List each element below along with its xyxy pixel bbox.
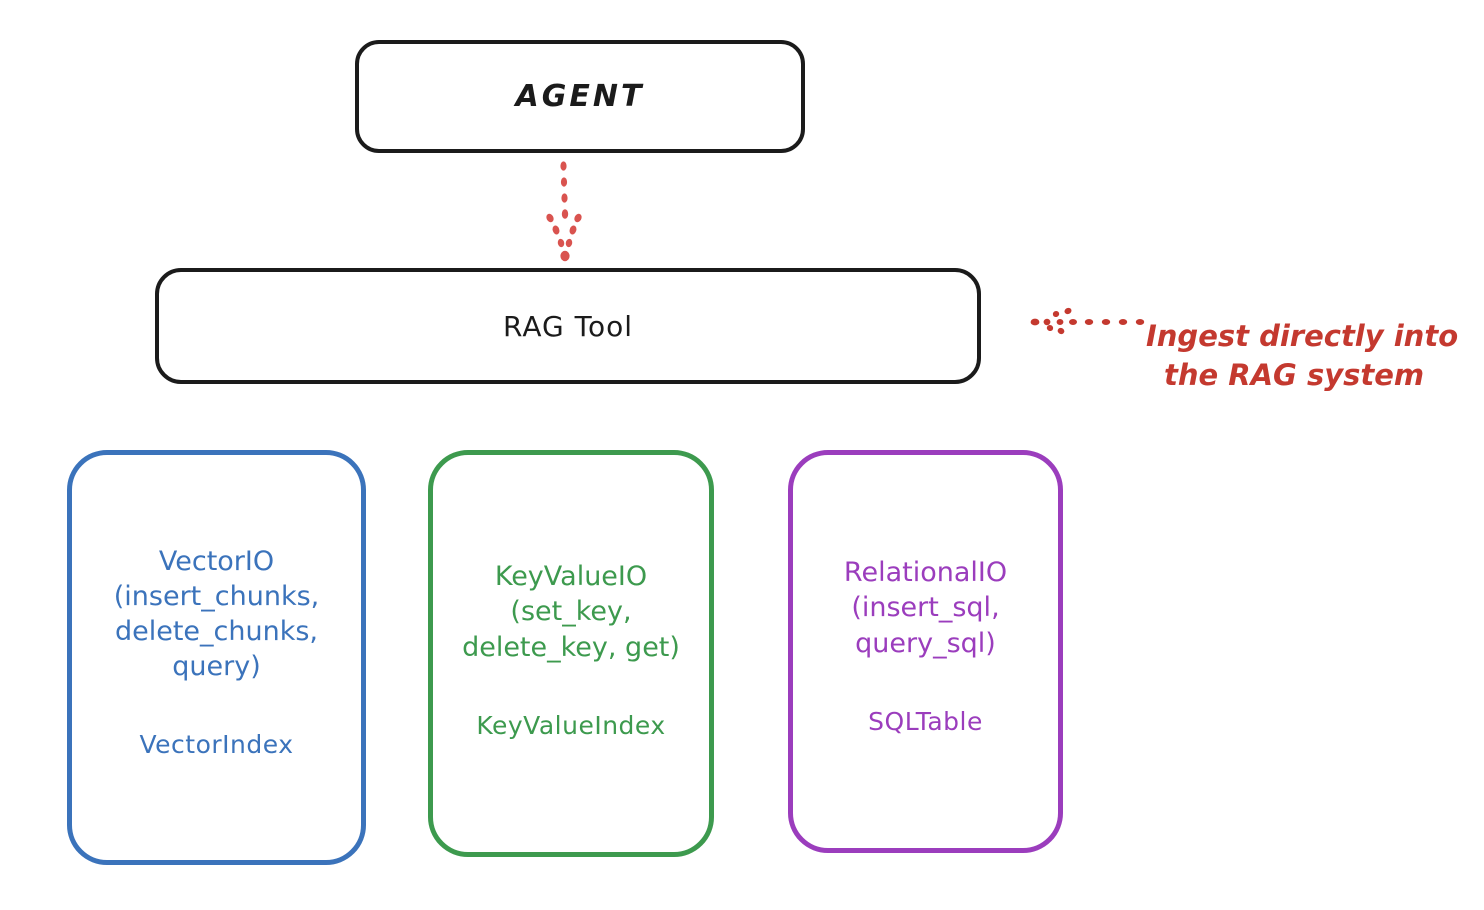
node-agent-label: AGENT: [515, 79, 645, 114]
node-relational-io-content: RelationalIO (insert_sql, query_sql) SQL…: [803, 555, 1048, 735]
annotation-ingest: Ingest directly into the RAG system: [1146, 278, 1476, 433]
node-relational-io[interactable]: RelationalIO (insert_sql, query_sql) SQL…: [788, 450, 1063, 853]
node-rag-tool[interactable]: RAG Tool: [155, 268, 981, 384]
connector-agent-to-rag-icon: [546, 161, 582, 262]
node-key-value-io-api: KeyValueIO (set_key, delete_key, get): [462, 561, 680, 663]
annotation-ingest-line1: Ingest directly into: [1146, 318, 1459, 353]
node-key-value-io-content: KeyValueIO (set_key, delete_key, get) Ke…: [443, 559, 699, 739]
node-relational-io-api: RelationalIO (insert_sql, query_sql): [843, 557, 1008, 659]
node-vector-io-content: VectorIO (insert_chunks, delete_chunks, …: [82, 544, 351, 759]
node-key-value-io[interactable]: KeyValueIO (set_key, delete_key, get) Ke…: [428, 450, 714, 857]
node-rag-tool-label: RAG Tool: [503, 309, 633, 343]
annotation-ingest-line2: the RAG system: [1164, 357, 1425, 392]
connector-ingest-arrow-icon: [1030, 307, 1145, 335]
node-vector-io-api: VectorIO (insert_chunks, delete_chunks, …: [113, 545, 320, 683]
node-key-value-io-index: KeyValueIndex: [476, 710, 666, 740]
node-vector-io-index: VectorIndex: [139, 730, 294, 760]
node-relational-io-index: SQLTable: [868, 706, 983, 736]
node-vector-io[interactable]: VectorIO (insert_chunks, delete_chunks, …: [67, 450, 366, 865]
node-agent[interactable]: AGENT: [355, 40, 805, 153]
